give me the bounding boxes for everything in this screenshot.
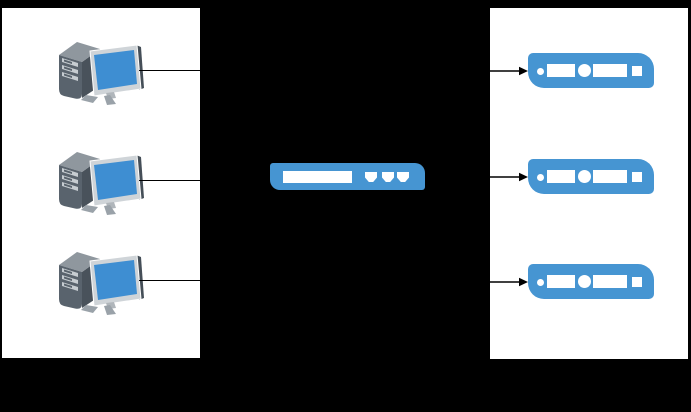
clients-lane: [2, 8, 200, 358]
rack-server-icon: [528, 53, 654, 88]
server-led-dot: [537, 67, 544, 75]
desktop-computer-icon: [59, 152, 144, 215]
network-switch-icon: [270, 163, 425, 190]
server-bay: [593, 170, 627, 183]
server-bay: [593, 64, 627, 77]
connector-arrow: [490, 66, 528, 75]
server-port: [632, 171, 642, 182]
server-bay: [547, 170, 575, 183]
rack-server-icon: [528, 159, 654, 194]
server-bay: [547, 64, 575, 77]
servers-lane: [490, 8, 688, 359]
network-lane: [200, 8, 490, 358]
switch-port-icon: [382, 172, 394, 182]
switch-faceplate: [283, 171, 352, 183]
rack-server-icon: [528, 264, 654, 299]
server-knob: [578, 170, 591, 183]
connector-line: [139, 69, 200, 71]
desktop-computer-icon: [59, 42, 144, 105]
server-knob: [578, 64, 591, 77]
server-port: [632, 276, 642, 287]
desktop-computer-icon: [59, 252, 144, 315]
server-led-dot: [537, 173, 544, 181]
switch-port-icon: [365, 172, 377, 182]
connector-arrow: [490, 277, 528, 286]
connector-line: [139, 279, 200, 281]
server-led-dot: [537, 278, 544, 286]
server-knob: [578, 275, 591, 288]
server-bay: [547, 275, 575, 288]
connector-line: [139, 179, 200, 181]
server-port: [632, 65, 642, 76]
server-bay: [593, 275, 627, 288]
switch-port-icon: [397, 172, 409, 182]
connector-arrow: [490, 172, 528, 182]
